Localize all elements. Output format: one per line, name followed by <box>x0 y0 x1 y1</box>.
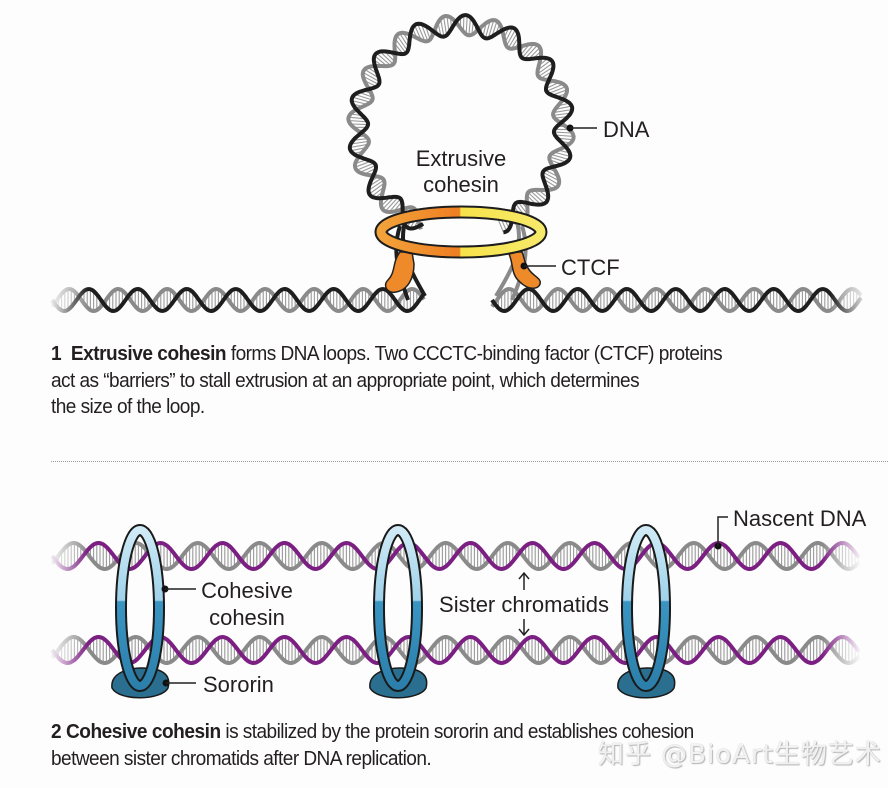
fade-left <box>48 283 88 319</box>
arrow-up-icon <box>518 571 530 590</box>
panel-2-illustration: Cohesive cohesin Sororin Sister chromati… <box>48 506 867 699</box>
helix-strand-back <box>50 286 426 314</box>
extrusive-cohesin-label-1: Extrusive <box>416 146 506 171</box>
caption-2-line-1: 2 Cohesive cohesin is stabilized by the … <box>51 719 694 746</box>
extrusive-cohesin-label-2: cohesin <box>423 172 499 197</box>
helix-strand-front <box>50 540 861 572</box>
helix-strand-back <box>490 286 863 314</box>
sororin-label: Sororin <box>203 672 274 697</box>
helix-strand-front <box>50 286 426 314</box>
sister-chromatid-bottom <box>50 634 861 666</box>
helix-strand-back <box>50 540 861 572</box>
loop-strand-front <box>347 13 575 235</box>
arrow-down-icon <box>518 619 530 637</box>
fade-right-2 <box>822 538 862 668</box>
watermark: 知乎 @BioArt生物艺术 <box>598 740 882 770</box>
dna-helix-left <box>50 286 426 314</box>
extrusive-cohesin-ring-fill <box>376 207 546 257</box>
cohesin-ring-fill <box>117 526 163 690</box>
caption-1-bold: Extrusive cohesin <box>70 342 227 365</box>
caption-2-line-2: between sister chromatids after DNA repl… <box>51 746 432 770</box>
nascent-dna-pointer-line <box>717 516 728 546</box>
sister-chromatids-label: Sister chromatids <box>439 592 609 617</box>
sister-chromatid-top <box>50 540 861 572</box>
cohesin-ring-fill <box>623 526 669 690</box>
caption-1-line-2: act as “barriers” to stall extrusion at … <box>51 368 640 392</box>
caption-1: 1 Extrusive cohesin forms DNA loops. Two… <box>51 341 723 421</box>
fade-left-2 <box>48 538 88 668</box>
panel-1-illustration: DNA Extrusive cohesin CTCF <box>48 13 870 319</box>
caption-1-line-3: the size of the loop. <box>51 395 205 418</box>
ctcf-protein-left <box>384 251 415 294</box>
caption-1-line-1: 1 Extrusive cohesin forms DNA loops. Two… <box>51 341 723 368</box>
helix-strand-back <box>50 634 861 666</box>
caption-1-line-1-text: forms DNA loops. Two CCCTC-binding facto… <box>226 342 723 365</box>
nascent-dna-label: Nascent DNA <box>733 506 867 531</box>
helix-strand-front <box>490 286 863 314</box>
ctcf-protein-right <box>506 251 541 289</box>
fade-right <box>830 283 870 319</box>
dna-label: DNA <box>603 117 650 142</box>
ctcf-label: CTCF <box>561 255 620 280</box>
cohesive-cohesin-1 <box>111 524 170 699</box>
helix-strand-front <box>50 634 861 666</box>
cohesive-cohesin-2 <box>369 524 428 699</box>
section-divider <box>51 461 888 462</box>
dna-helix-right <box>490 286 863 314</box>
caption-2-number: 2 <box>51 720 62 743</box>
cohesive-cohesin-label-1: Cohesive <box>201 578 293 603</box>
cohesive-cohesin-label-2: cohesin <box>209 605 285 630</box>
cohesin-ring-fill <box>375 526 421 690</box>
caption-2-line-1-text: is stabilized by the protein sororin and… <box>220 720 694 743</box>
caption-2: 2 Cohesive cohesin is stabilized by the … <box>51 719 694 772</box>
caption-2-bold: Cohesive cohesin <box>65 720 221 743</box>
caption-1-number: 1 <box>51 342 62 365</box>
cohesive-cohesin-3 <box>617 524 676 699</box>
